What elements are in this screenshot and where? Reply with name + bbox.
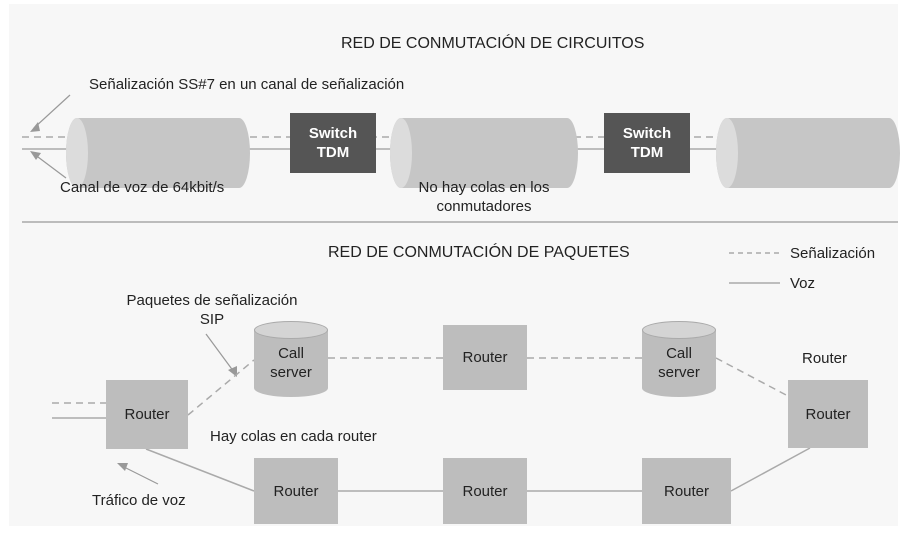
router-caption: Router [802, 350, 848, 367]
circuit-network-title: RED DE CONMUTACIÓN DE CIRCUITOS [341, 35, 645, 52]
packet-network-title: RED DE CONMUTACIÓN DE PAQUETES [328, 244, 630, 261]
signaling-label: Señalización SS#7 en un canal de señaliz… [89, 76, 405, 93]
circuit-trunk-1 [66, 118, 250, 188]
router-edge-left: Router [106, 380, 188, 449]
router-edge-right: Router [788, 380, 868, 448]
queues-label: Hay colas en cada router [210, 428, 377, 445]
router-bottom-1: Router [254, 458, 338, 524]
router-bottom-2: Router [443, 458, 527, 524]
voice-traffic-arrow [121, 465, 159, 485]
voice-traffic-label: Tráfico de voz [92, 492, 186, 509]
no-queues-label-2: conmutadores [436, 198, 532, 215]
circuit-trunk-2 [390, 118, 578, 188]
sip-arrow [205, 333, 235, 373]
sip-label-1: Paquetes de señalización [126, 292, 298, 309]
router-bottom-3: Router [642, 458, 731, 524]
legend-voice-label: Voz [790, 275, 816, 292]
sip-label-2: SIP [199, 311, 225, 328]
router-core-top: Router [443, 325, 527, 390]
legend-signaling-label: Señalización [790, 245, 876, 262]
circuit-trunk-3 [716, 118, 900, 188]
signaling-arrow [33, 94, 71, 129]
voice-channel-label: Canal de voz de 64kbit/s [60, 179, 225, 196]
no-queues-label-1: No hay colas en los [418, 179, 550, 196]
voice-arrow [33, 153, 67, 179]
